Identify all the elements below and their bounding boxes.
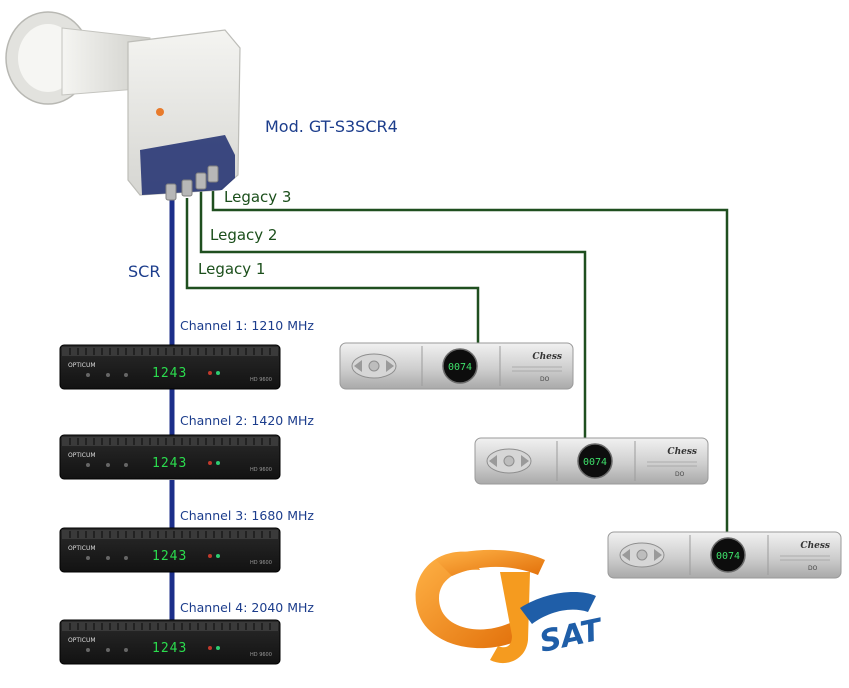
scr-receiver-brand: OPTICUM: [68, 545, 96, 552]
legacy-receiver-brand: Chess: [667, 447, 697, 457]
legacy-receiver-brand: Chess: [800, 541, 830, 551]
scr-receiver-model: HD 9600: [250, 652, 272, 658]
scr-receiver-model: HD 9600: [250, 377, 272, 383]
gtsat-logo: SAT: [415, 549, 607, 664]
lnb-device: [5, 11, 241, 201]
scr-receiver: OPTICUM 1243 HD 9600: [59, 527, 281, 573]
legacy-2-cable: [199, 190, 587, 440]
scr-receiver-brand: OPTICUM: [68, 362, 96, 369]
model-label: Mod. GT-S3SCR4: [265, 117, 398, 136]
scr-receiver-brand: OPTICUM: [68, 637, 96, 644]
legacy-1-cable: [185, 198, 480, 344]
scr-receiver-display: 1243: [152, 549, 187, 564]
legacy-3-label: Legacy 3: [224, 188, 292, 206]
legacy-receiver-display: 0074: [448, 362, 472, 373]
legacy-receiver-model: DO: [540, 376, 550, 383]
legacy-receiver-display: 0074: [583, 457, 607, 468]
scr-receiver-model: HD 9600: [250, 560, 272, 566]
channel-1-label: Channel 1: 1210 MHz: [180, 318, 314, 333]
legacy-receiver-brand: Chess: [532, 352, 562, 362]
scr-receiver-model: HD 9600: [250, 467, 272, 473]
scr-receiver: OPTICUM 1243 HD 9600: [59, 434, 281, 480]
legacy-3-cable: [211, 183, 729, 534]
scr-label: SCR: [128, 262, 161, 281]
legacy-receiver-display: 0074: [716, 551, 740, 562]
scr-receiver: OPTICUM 1243 HD 9600: [59, 619, 281, 665]
legacy-2-label: Legacy 2: [210, 226, 278, 244]
scr-receiver-display: 1243: [152, 366, 187, 381]
channel-2-label: Channel 2: 1420 MHz: [180, 413, 314, 428]
scr-receiver-brand: OPTICUM: [68, 452, 96, 459]
channel-3-label: Channel 3: 1680 MHz: [180, 508, 314, 523]
legacy-1-label: Legacy 1: [198, 260, 266, 278]
scr-receiver: OPTICUM 1243 HD 9600: [59, 344, 281, 390]
logo-text: SAT: [536, 612, 607, 660]
channel-4-label: Channel 4: 2040 MHz: [180, 600, 314, 615]
legacy-cables: [185, 183, 729, 534]
scr-receiver-display: 1243: [152, 456, 187, 471]
legacy-receiver-model: DO: [808, 565, 818, 572]
scr-receiver-display: 1243: [152, 641, 187, 656]
legacy-receiver-model: DO: [675, 471, 685, 478]
